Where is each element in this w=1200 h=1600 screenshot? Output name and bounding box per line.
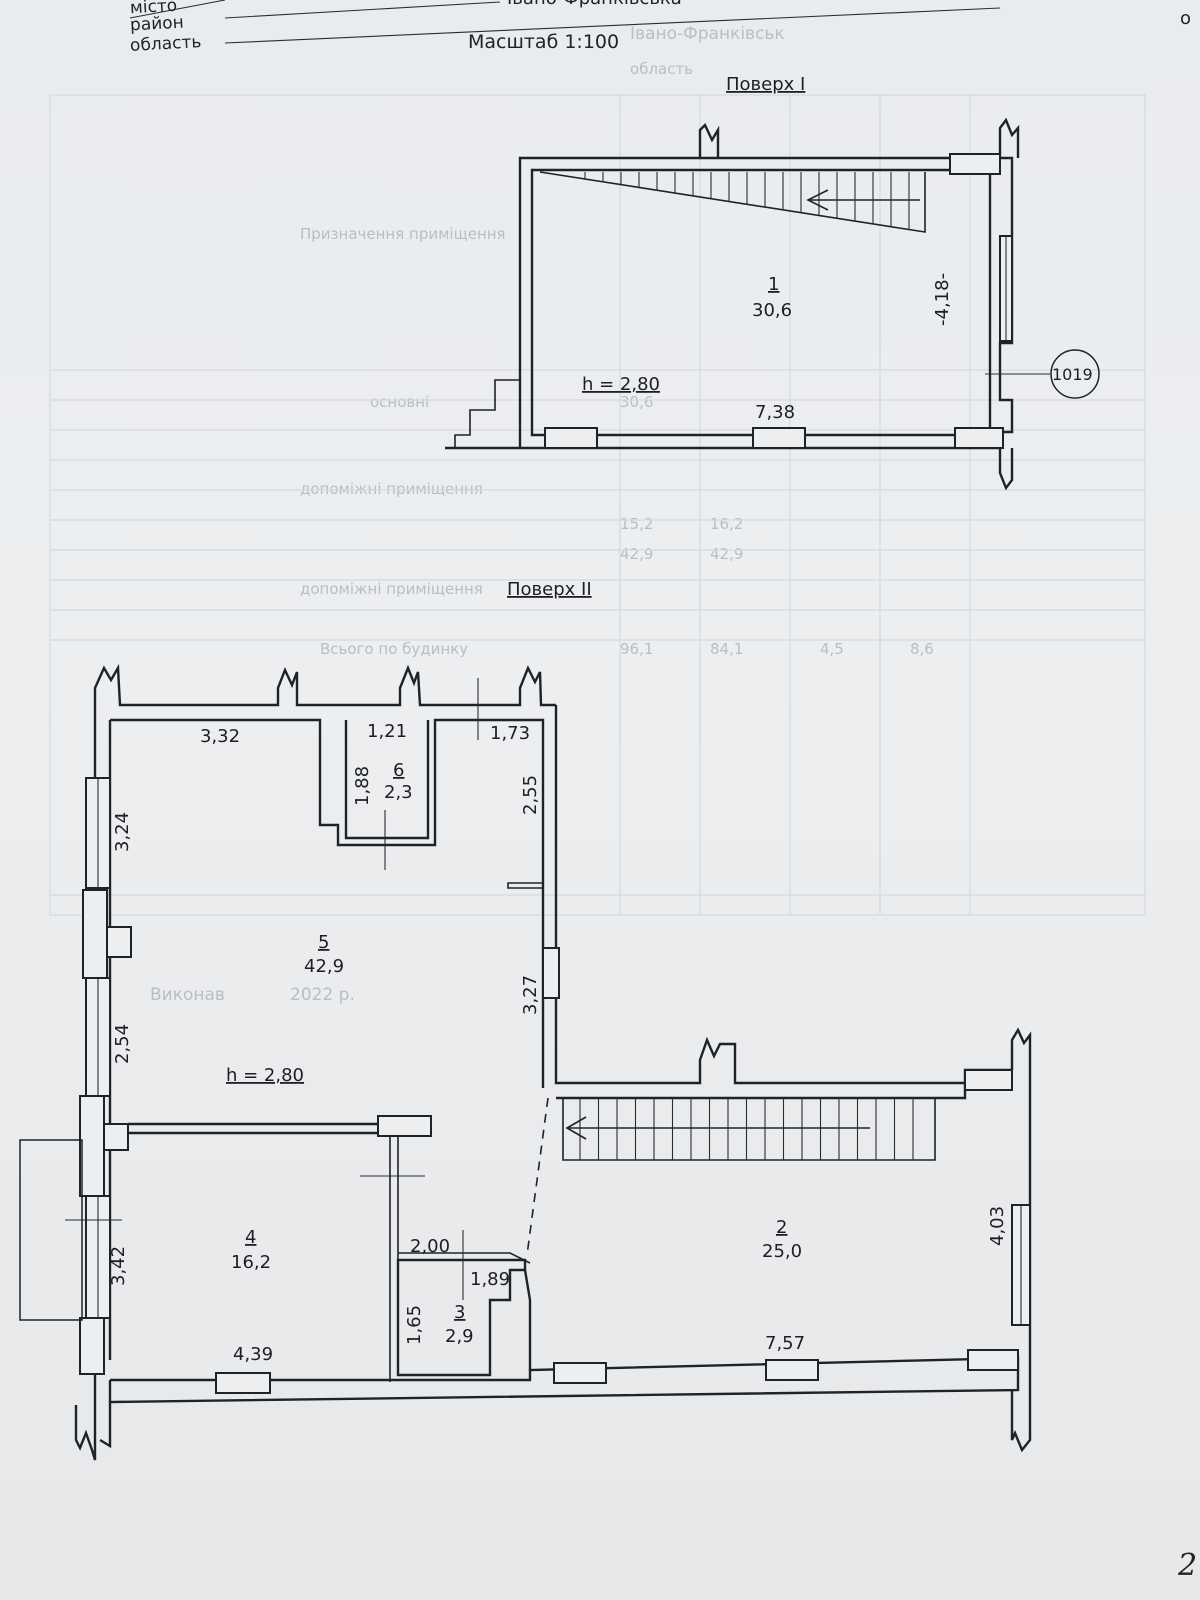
room5-room2-boundary <box>526 1097 549 1256</box>
dim-3-24: 3,24 <box>112 812 133 852</box>
floor-2-window-south-1 <box>215 1372 271 1394</box>
floor-1-window-north <box>949 153 1001 175</box>
floor-2-title: Поверх ІІ <box>507 579 592 600</box>
room-6-number: 6 <box>393 760 404 781</box>
room-1-area: 30,6 <box>752 300 792 321</box>
room-2-number: 2 <box>776 1217 787 1238</box>
room-3-number: 3 <box>454 1302 465 1323</box>
floor-2-plan <box>19 663 1032 1461</box>
floor-2-height: h = 2,80 <box>226 1065 304 1086</box>
floor-2-window-south-2 <box>553 1362 607 1384</box>
room-6-area: 2,3 <box>384 782 413 803</box>
dim-1-88: 1,88 <box>352 766 373 806</box>
floor-2-balcony <box>19 1139 83 1321</box>
floor-1-axis-label: 1019 <box>1052 365 1093 384</box>
dim-3-42: 3,42 <box>108 1246 129 1286</box>
room-4-number: 4 <box>245 1227 256 1248</box>
dim-4-39: 4,39 <box>233 1344 273 1365</box>
floor-2-staircase <box>562 1098 936 1161</box>
room-5-area: 42,9 <box>304 956 344 977</box>
header-label-district: район <box>129 12 185 36</box>
floor-1-title: Поверх І <box>726 74 805 95</box>
room-3-walls <box>396 1258 527 1377</box>
floor-1-window-south-3 <box>954 427 1004 449</box>
header-lines <box>129 0 1001 44</box>
floor-1-plan <box>445 117 1100 491</box>
floor-2-window-south-3 <box>765 1359 819 1381</box>
floor-1-labels: Поверх І 1 30,6 h = 2,80 7,38 -4,18- 101… <box>582 74 1093 423</box>
floor-1-staircase <box>539 171 926 233</box>
dim-2-00: 2,00 <box>410 1236 450 1257</box>
room-4-area: 16,2 <box>231 1252 271 1273</box>
dim-1-21: 1,21 <box>367 721 407 742</box>
room-2-north-wall <box>554 1036 1012 1100</box>
dim-3-32: 3,32 <box>200 726 240 747</box>
room-5-number: 5 <box>318 932 329 953</box>
floor-2-window-south-4 <box>967 1349 1019 1371</box>
floor-2-outer-wall-north <box>93 663 556 707</box>
floor-2-outer-wall-south <box>99 1356 1020 1449</box>
bleed-grid <box>49 94 1146 916</box>
dim-1-65: 1,65 <box>404 1305 425 1345</box>
door-room4 <box>377 1115 432 1137</box>
floor-1-axis-marker <box>1050 349 1100 399</box>
dim-7-57: 7,57 <box>765 1333 805 1354</box>
room-2-area: 25,0 <box>762 1241 802 1262</box>
page-number: 2 <box>1178 1548 1198 1583</box>
floor-2-outer-wall-west <box>74 705 97 1461</box>
dim-3-27: 3,27 <box>520 975 541 1015</box>
floor-1-window-south-1 <box>544 427 598 449</box>
room-1-number: 1 <box>768 274 779 295</box>
room-6-walls <box>344 720 430 840</box>
room-3-area: 2,9 <box>445 1326 474 1347</box>
corner-mark: о <box>1180 8 1192 29</box>
dim-2-55: 2,55 <box>520 775 541 815</box>
dim-4-03: 4,03 <box>987 1206 1008 1246</box>
dim-1-89: 1,89 <box>470 1269 510 1290</box>
dim-2-54: 2,54 <box>112 1024 133 1064</box>
floor-1-window-south-2 <box>752 427 806 449</box>
dim-1-73: 1,73 <box>490 723 530 744</box>
floor-1-dim-width: -4,18- <box>932 273 953 326</box>
floor-2-radiator <box>106 926 132 958</box>
wall-room5-room4 <box>128 1122 378 1135</box>
header-region-value: Івано-Франківська <box>507 0 682 9</box>
floor-1-height: h = 2,80 <box>582 374 660 395</box>
floor-1-dim-length: 7,38 <box>755 402 795 423</box>
header-label-region: область <box>129 32 202 56</box>
floor-2-labels: Поверх ІІ 5 42,9 6 2,3 4 16,2 3 2,9 2 25… <box>108 579 1008 1365</box>
scale-label: Масштаб 1:100 <box>468 31 620 53</box>
